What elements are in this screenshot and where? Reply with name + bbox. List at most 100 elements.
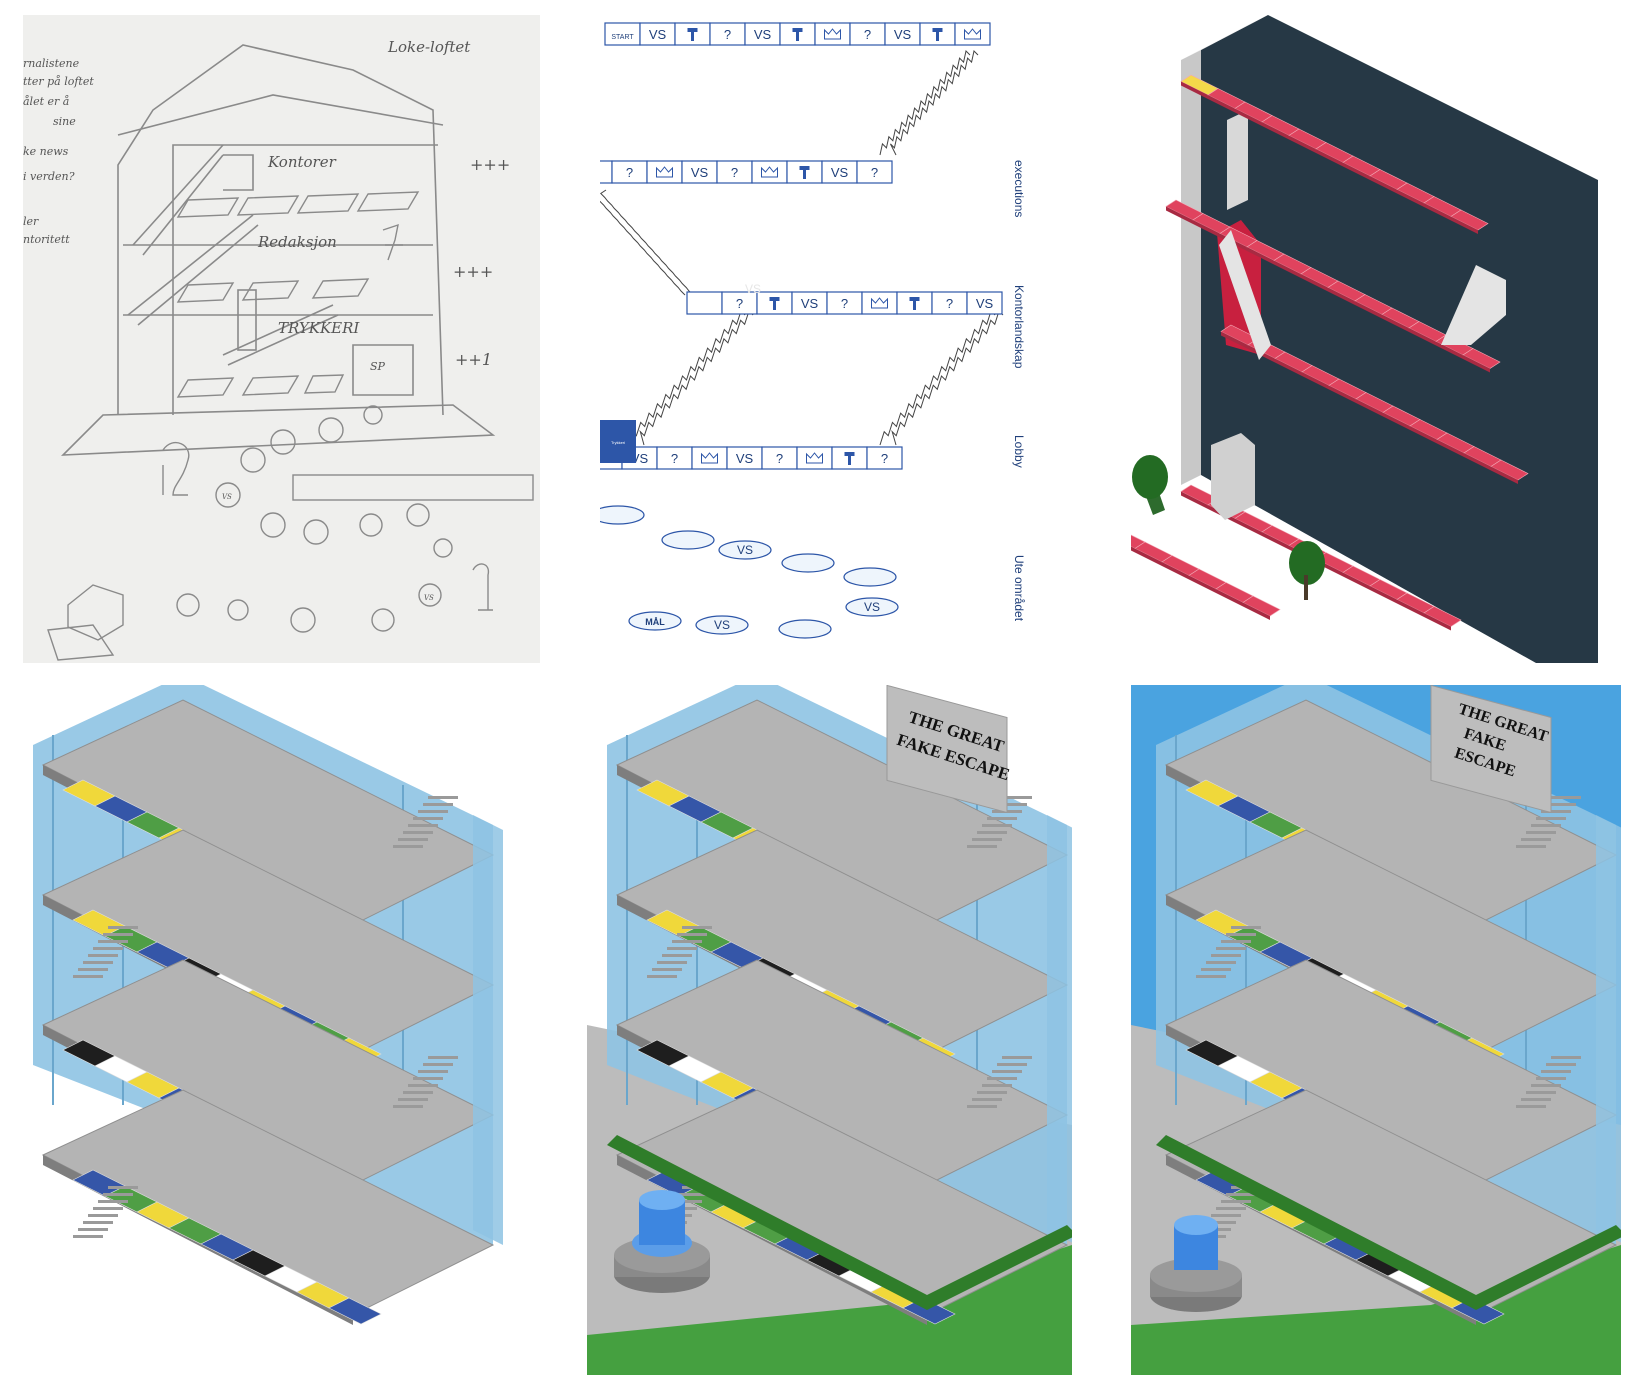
flow-cell-label: VS [831,165,849,180]
stair-step [1226,933,1256,936]
flow-cell [674,22,711,46]
flow-cell: ? [849,22,886,46]
stair-step [1516,1105,1546,1108]
trykkeri-block [600,420,636,463]
board-tile-edge [1302,372,1329,390]
board-tile-edge [1355,301,1382,319]
board-tile-edge [1274,260,1301,278]
floor-label: Redaksjon [257,233,337,251]
stair-step [428,796,458,799]
flow-cell: VS [791,291,828,315]
outdoor-oval: MÅL [628,611,682,631]
stair-step [1521,838,1551,841]
flow-cell-label: ? [881,451,888,466]
stair-connector [891,310,1004,446]
board-tile-edge [1424,613,1451,631]
stair-step [98,1200,128,1203]
flow-cell-label: VS [736,451,754,466]
outdoor-oval [843,567,897,587]
flow-cell: START [604,22,641,46]
sketch-note: ler [23,215,39,228]
stair-step [1206,961,1236,964]
flow-cell-label: ? [871,165,878,180]
stair-step [977,831,1007,834]
flow-cell-label: ? [626,165,633,180]
board-tile-edge [1289,135,1316,153]
board-tile-edge [1247,247,1274,265]
ghost-label: VS [745,282,761,296]
stair-step [972,838,1002,841]
flow-cell [919,22,956,46]
stair-step [1211,954,1241,957]
flow-cell [646,160,683,184]
stair-step [93,1207,123,1210]
stair-step [103,1193,133,1196]
flow-cell [861,291,898,315]
sketch-panel: Loke-loftet rnalistene tter på loftet ål… [23,15,540,663]
flow-cell-label: ? [841,296,848,311]
crown-icon [871,297,888,309]
stair-step [987,1077,1017,1080]
stair-connector [879,310,996,446]
board-tile-edge [1275,358,1302,376]
hammer-icon [799,166,810,170]
board-tile-edge [1343,572,1370,590]
stair-step [83,1221,113,1224]
stair-step [418,1070,448,1073]
board-tile-edge [1243,602,1270,620]
stair-step [103,933,133,936]
board-tile-edge [1343,162,1370,180]
board-tile-edge [1397,599,1424,617]
flow-cell-label: VS [649,27,667,42]
stair-step [88,1214,118,1217]
board-tile-edge [1451,216,1478,234]
flow-cell-label: ? [736,296,743,311]
flow-cell [831,446,868,470]
flow-cell: VS [726,446,763,470]
stair-step [652,968,682,971]
flow-cell-label: START [611,34,634,41]
stair-step [1541,810,1571,813]
outdoor-oval: VS [695,615,749,635]
stair-step [1541,1070,1571,1073]
stair-step [418,810,448,813]
outdoor-oval [778,619,832,639]
flow-cell: ? [656,446,693,470]
circle-label: VS [222,493,232,501]
stair-connector [600,189,694,296]
flow-cell: ? [709,22,746,46]
stair-step [1521,1098,1551,1101]
stair-step [403,1091,433,1094]
flow-cell [779,22,816,46]
stair-step [108,1186,138,1189]
render-grass-panel: THE GREAT FAKE ESCAPE [587,685,1072,1375]
stair-connector [879,49,971,156]
stair-step [408,824,438,827]
svg-text:VS: VS [737,543,753,557]
sketch-mark: +++ [453,262,493,281]
board-tile-edge [1162,562,1189,580]
stair-step [1531,824,1561,827]
sketch-note: tter på loftet [23,75,94,88]
board-tile-edge [1181,81,1208,99]
stair-step [413,1077,443,1080]
hammer-icon [844,452,855,456]
board-tile-edge [1166,206,1193,224]
circle-label: VS [424,594,434,602]
hammer-icon [769,297,780,301]
flow-cell-label: VS [976,296,994,311]
crown-icon [964,28,981,40]
stair-step [682,926,712,929]
stair-step [672,940,702,943]
stair-step [647,975,677,978]
board-tile-edge [1181,491,1208,509]
board-tile-edge [1301,274,1328,292]
outdoor-oval [661,530,715,550]
board-tile [328,1297,382,1325]
board-tile-edge [1437,439,1464,457]
outdoor-oval [781,553,835,573]
stair-step [393,845,423,848]
board-tile-edge [1463,355,1490,373]
floor-label: Kontorer [267,153,337,171]
stair-step [677,1193,707,1196]
